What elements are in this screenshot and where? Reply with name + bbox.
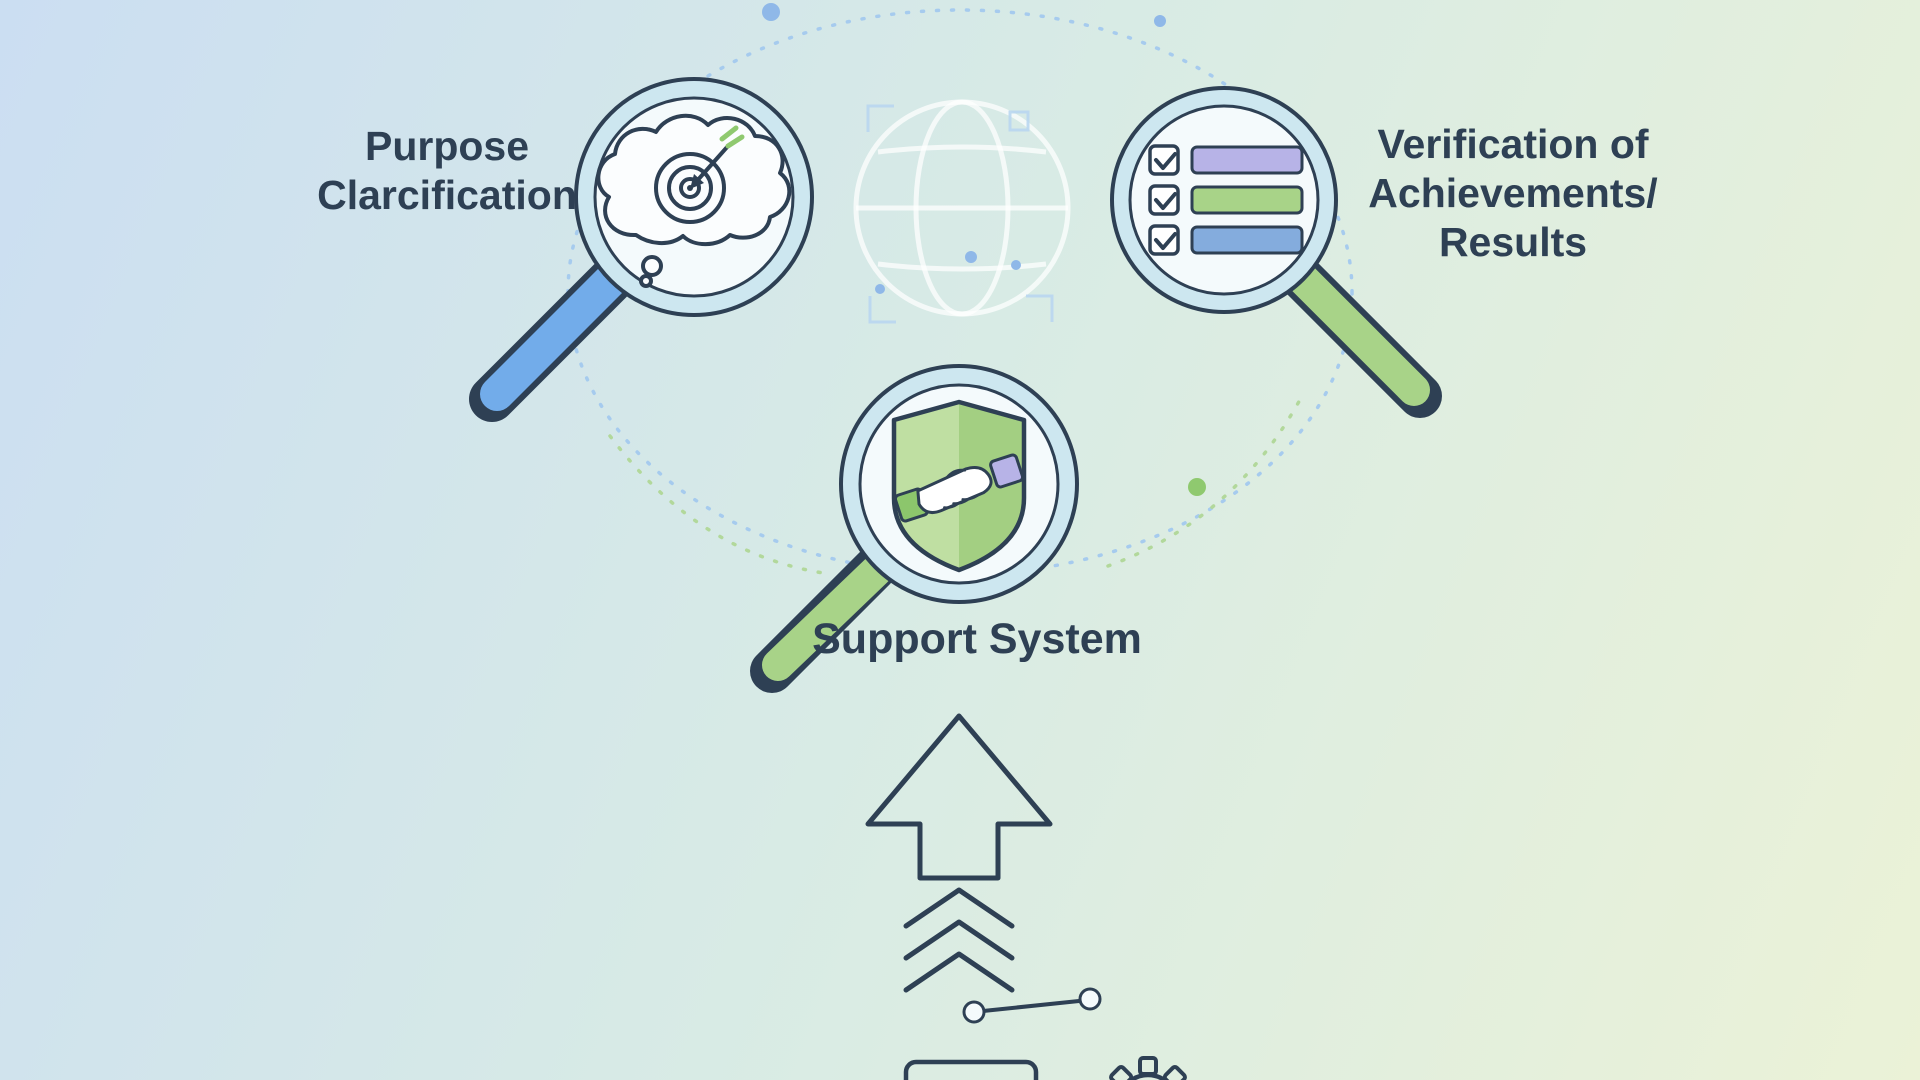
target-icon xyxy=(654,125,745,224)
triple-chevron-up-icon xyxy=(903,887,1015,993)
magnifier-handle-green xyxy=(1287,263,1430,406)
magnifier-checklist-icon xyxy=(1110,86,1442,418)
checkbox xyxy=(1148,224,1180,256)
check-mark xyxy=(1154,152,1177,170)
dart-fletching xyxy=(719,125,739,142)
up-arrow-icon xyxy=(865,713,1053,881)
checklist-bar-blue xyxy=(1190,225,1304,255)
magnifier-handle-green xyxy=(762,555,892,681)
checklist-bar-purple xyxy=(1190,145,1304,175)
circuit-dot xyxy=(1011,260,1021,270)
checklist-bar-green xyxy=(1190,185,1304,215)
sleeve-purple xyxy=(989,453,1025,489)
purpose-label-line2: Clarcification xyxy=(317,172,577,218)
checkbox xyxy=(1148,144,1180,176)
magnifier-handle-blue xyxy=(480,259,632,411)
checklist-icon xyxy=(1148,144,1304,256)
card-outline-icon xyxy=(903,1059,1039,1080)
handshake-icon xyxy=(893,453,1025,523)
clasped-hands xyxy=(916,465,993,514)
dart-arrowhead xyxy=(690,174,704,189)
purpose-label-line1: Purpose xyxy=(365,123,529,169)
support-system-label: Support System xyxy=(812,615,1142,663)
node-circle xyxy=(1078,987,1102,1011)
accent-dot-blue xyxy=(1154,15,1166,27)
node-circle xyxy=(962,1000,986,1024)
finger-line xyxy=(961,494,979,501)
verification-label-line1: Verification of xyxy=(1377,121,1648,167)
shield-handshake-icon xyxy=(891,399,1027,573)
circuit-node-square xyxy=(1008,110,1030,132)
circuit-dot xyxy=(965,251,977,263)
circuit-dot xyxy=(875,284,885,294)
checkbox xyxy=(1148,184,1180,216)
shield-outline xyxy=(891,399,1027,573)
thought-bubble xyxy=(641,255,663,277)
gear-icon xyxy=(1109,1056,1187,1080)
check-mark xyxy=(1154,232,1177,250)
thought-bubble xyxy=(639,274,653,288)
labels: Purpose Clarcification Verification of A… xyxy=(317,121,1658,663)
dart-fletching xyxy=(725,134,745,149)
magnifier-target-thought-icon xyxy=(469,77,814,422)
accent-dot-green xyxy=(1188,478,1206,496)
circuit-bracket xyxy=(866,104,894,132)
check-mark xyxy=(1154,192,1177,210)
finger-line xyxy=(952,498,969,505)
circuit-bracket xyxy=(868,296,896,324)
magnifier-handshake-shield-icon xyxy=(750,364,1079,693)
verification-label-line2: Achievements/ xyxy=(1368,170,1657,216)
node-link-icon xyxy=(962,987,1102,1024)
thumb-line xyxy=(945,468,967,479)
accent-dot-blue xyxy=(762,3,780,21)
verification-label-line3: Results xyxy=(1439,219,1587,265)
orbit-arc-green-left xyxy=(608,434,832,576)
circuit-bracket xyxy=(1026,294,1054,322)
finger-line xyxy=(943,503,959,509)
globe-icon xyxy=(853,99,1071,324)
orbit-arc-green-right xyxy=(1106,394,1304,568)
